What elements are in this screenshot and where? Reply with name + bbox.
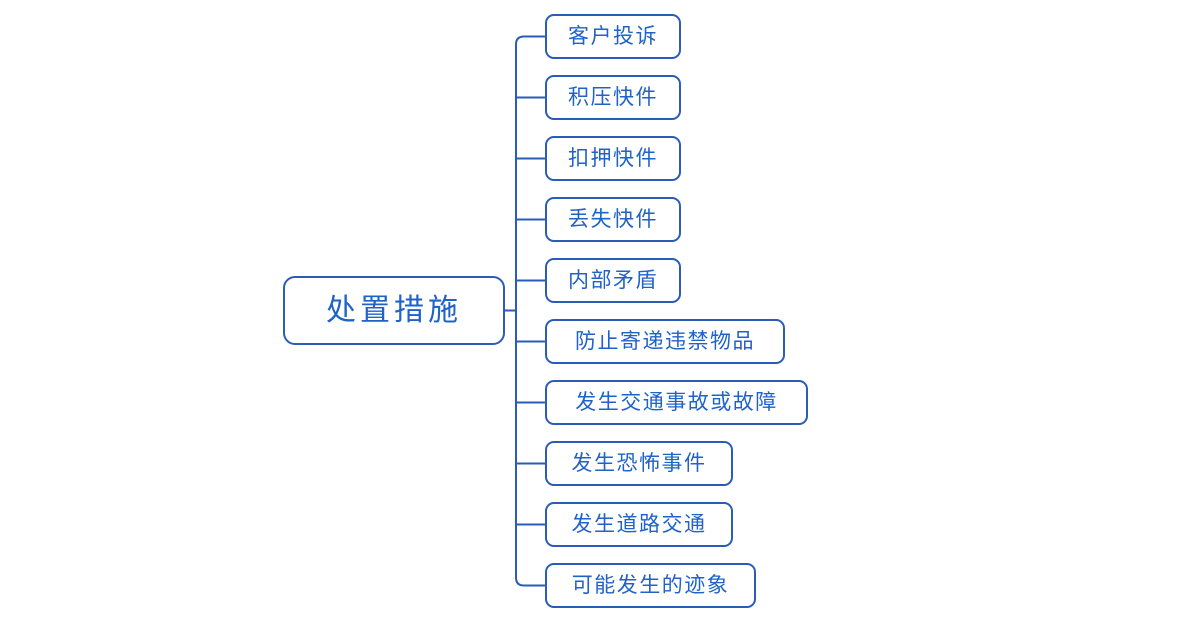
child-node-label: 防止寄递违禁物品: [575, 329, 755, 353]
child-node[interactable]: 丢失快件: [545, 197, 681, 242]
child-node[interactable]: 发生交通事故或故障: [545, 380, 808, 425]
child-node[interactable]: 发生恐怖事件: [545, 441, 733, 486]
connector-branch-0: [515, 35, 545, 45]
child-node[interactable]: 扣押快件: [545, 136, 681, 181]
child-node[interactable]: 发生道路交通: [545, 502, 733, 547]
child-node[interactable]: 可能发生的迹象: [545, 563, 756, 608]
root-node-label: 处置措施: [326, 292, 462, 328]
child-node-label: 积压快件: [568, 85, 658, 109]
child-node[interactable]: 积压快件: [545, 75, 681, 120]
child-node-label: 客户投诉: [568, 24, 658, 48]
connector-branch-9: [515, 577, 545, 587]
child-node-label: 可能发生的迹象: [571, 573, 730, 597]
child-node-label: 内部矛盾: [568, 268, 658, 292]
child-node-label: 扣押快件: [568, 146, 658, 170]
child-node[interactable]: 客户投诉: [545, 14, 681, 59]
child-node-label: 丢失快件: [568, 207, 658, 231]
child-node[interactable]: 防止寄递违禁物品: [545, 319, 785, 364]
child-node[interactable]: 内部矛盾: [545, 258, 681, 303]
child-node-label: 发生道路交通: [571, 512, 707, 536]
child-node-label: 发生交通事故或故障: [575, 390, 778, 414]
child-node-label: 发生恐怖事件: [571, 451, 707, 475]
root-node[interactable]: 处置措施: [283, 276, 505, 345]
